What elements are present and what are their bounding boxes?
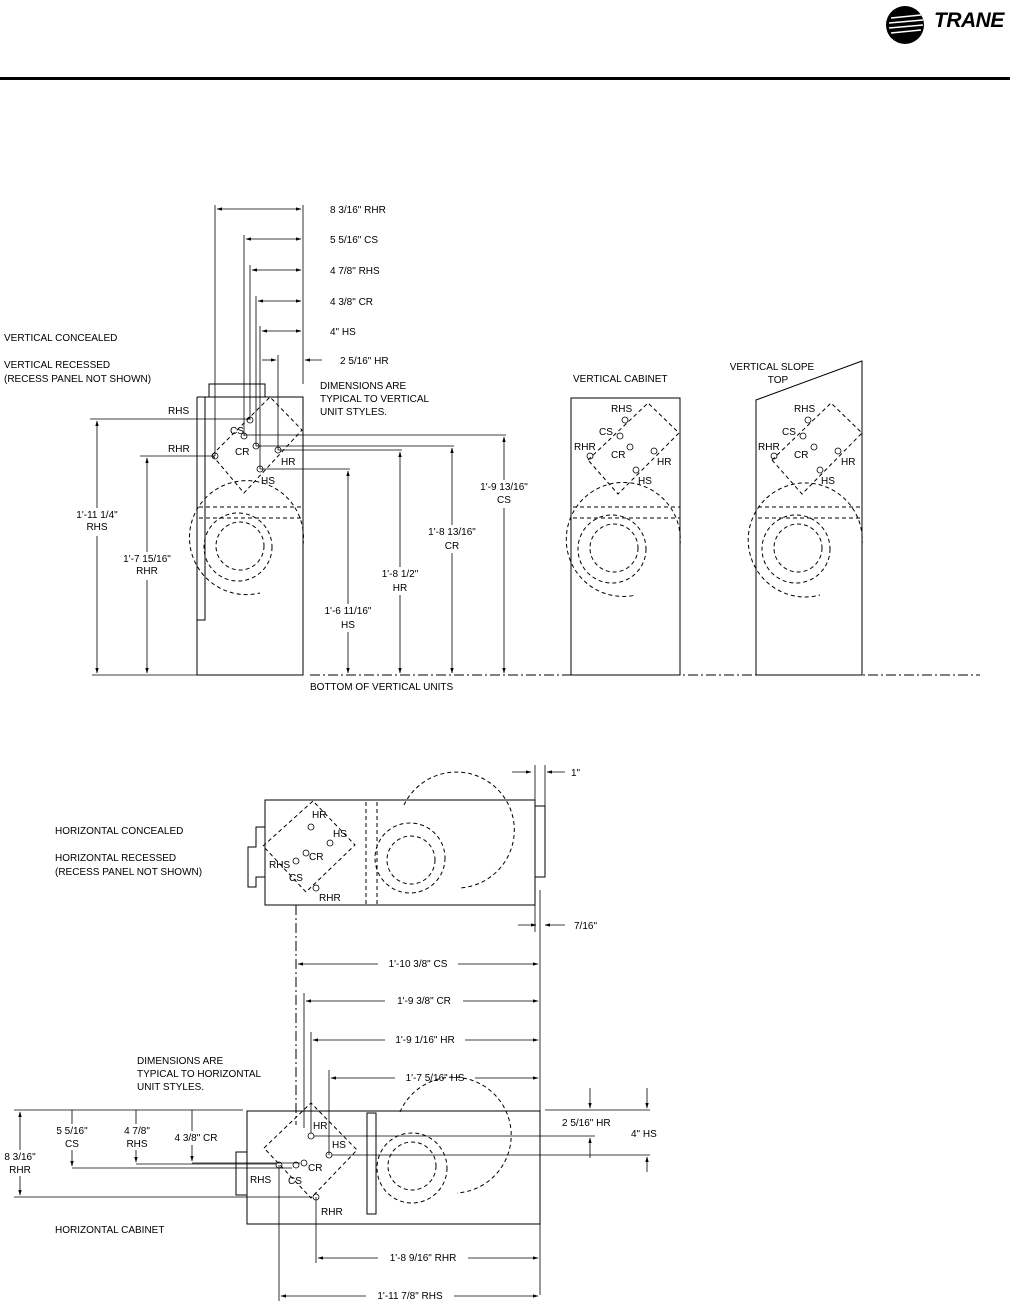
h-left-cs-2: CS bbox=[65, 1139, 79, 1150]
horizontal-right-dimensions bbox=[314, 1088, 650, 1172]
v-dim-cs: 5 5/16" CS bbox=[330, 235, 378, 246]
vertical-cabinet-unit bbox=[565, 397, 681, 676]
h-len-cs: 1'-10 3/8" CS bbox=[389, 959, 448, 970]
v-h-hr-2: HR bbox=[393, 583, 407, 594]
h-dim-7-16: 7/16" bbox=[574, 921, 597, 932]
hcab-rhr-label: RHR bbox=[321, 1207, 343, 1218]
v-h-hr-1: 1'-8 1/2" bbox=[382, 569, 419, 580]
vs-hr-label: HR bbox=[841, 457, 855, 468]
vertical-cabinet-label: VERTICAL CABINET bbox=[573, 374, 667, 385]
v-cr-label: CR bbox=[235, 447, 249, 458]
brand-logo-text: TRANE bbox=[934, 9, 1004, 32]
vertical-recessed-label: VERTICAL RECESSED bbox=[4, 360, 110, 371]
v-h-hs-2: HS bbox=[341, 620, 355, 631]
vc-hr-label: HR bbox=[657, 457, 671, 468]
hc-cs-label: CS bbox=[289, 873, 303, 884]
h-left-rhr-1: 8 3/16" bbox=[4, 1152, 36, 1163]
h-typical-note-3: UNIT STYLES. bbox=[137, 1082, 204, 1093]
vc-rhs-label: RHS bbox=[611, 404, 632, 415]
v-hs-label: HS bbox=[261, 476, 275, 487]
v-h-cr-2: CR bbox=[445, 541, 459, 552]
vc-rhr-label: RHR bbox=[574, 442, 596, 453]
horizontal-recessed-label: HORIZONTAL RECESSED bbox=[55, 853, 176, 864]
h-dim-1in: 1" bbox=[571, 768, 581, 779]
hcab-cr-label: CR bbox=[308, 1163, 322, 1174]
vertical-recess-note: (RECESS PANEL NOT SHOWN) bbox=[4, 374, 151, 385]
hc-cr-label: CR bbox=[309, 852, 323, 863]
vertical-slope-top-unit bbox=[747, 360, 863, 676]
h-left-rhr-2: RHR bbox=[9, 1165, 31, 1176]
hc-hr-label: HR bbox=[312, 810, 326, 821]
vertical-top-dimensions bbox=[214, 205, 322, 469]
horizontal-concealed-unit bbox=[247, 771, 546, 906]
h-typical-note-2: TYPICAL TO HORIZONTAL bbox=[137, 1069, 262, 1080]
h-left-rhs-1: 4 7/8" bbox=[124, 1126, 150, 1137]
v-dim-rhs: 4 7/8" RHS bbox=[330, 266, 380, 277]
slope-top-label-2: TOP bbox=[768, 375, 789, 386]
trane-swoosh-icon bbox=[886, 6, 924, 44]
vs-rhs-label: RHS bbox=[794, 404, 815, 415]
v-h-rhr-2: RHR bbox=[136, 566, 158, 577]
vc-cs-label: CS bbox=[599, 427, 613, 438]
h-len-hs: 1'-7 5/16" HS bbox=[406, 1073, 465, 1084]
h-right-hs: 4" HS bbox=[631, 1129, 657, 1140]
vs-cr-label: CR bbox=[794, 450, 808, 461]
hcab-rhs-label: RHS bbox=[250, 1175, 271, 1186]
hc-rhs-label: RHS bbox=[269, 860, 290, 871]
horizontal-cabinet-unit bbox=[235, 1076, 541, 1225]
v-h-cs-2: CS bbox=[497, 495, 511, 506]
slope-top-label-1: VERTICAL SLOPE bbox=[730, 362, 815, 373]
h-right-hr: 2 5/16" HR bbox=[562, 1118, 611, 1129]
horizontal-concealed-label: HORIZONTAL CONCEALED bbox=[55, 826, 183, 837]
h-len-hr: 1'-9 1/16" HR bbox=[395, 1035, 454, 1046]
h-left-cs-1: 5 5/16" bbox=[56, 1126, 88, 1137]
horizontal-recess-note: (RECESS PANEL NOT SHOWN) bbox=[55, 867, 202, 878]
horizontal-small-dimensions bbox=[512, 765, 565, 1295]
vc-hs-label: HS bbox=[638, 476, 652, 487]
horizontal-cabinet-label: HORIZONTAL CABINET bbox=[55, 1225, 164, 1236]
v-h-hs-1: 1'-6 11/16" bbox=[325, 606, 372, 617]
h-len-cr: 1'-9 3/8" CR bbox=[397, 996, 451, 1007]
v-dim-rhr: 8 3/16" RHR bbox=[330, 205, 386, 216]
header-rule bbox=[0, 77, 1010, 80]
v-h-rhs-2: RHS bbox=[86, 522, 107, 533]
v-h-rhs-1: 1'-11 1/4" bbox=[76, 510, 118, 521]
v-typical-note-3: UNIT STYLES. bbox=[320, 407, 387, 418]
h-left-cr: 4 3/8" CR bbox=[174, 1133, 217, 1144]
hcab-cs-label: CS bbox=[288, 1176, 302, 1187]
v-typical-note-1: DIMENSIONS ARE bbox=[320, 381, 406, 392]
vs-hs-label: HS bbox=[821, 476, 835, 487]
h-typical-note-1: DIMENSIONS ARE bbox=[137, 1056, 223, 1067]
v-h-rhr-1: 1'-7 15/16" bbox=[123, 554, 171, 565]
vs-rhr-label: RHR bbox=[758, 442, 780, 453]
v-h-cs-1: 1'-9 13/16" bbox=[480, 482, 528, 493]
v-h-cr-1: 1'-8 13/16" bbox=[428, 527, 476, 538]
h-left-rhs-2: RHS bbox=[126, 1139, 147, 1150]
page-header: TRANE bbox=[0, 0, 1010, 80]
vs-cs-label: CS bbox=[782, 427, 796, 438]
hcab-hr-label: HR bbox=[313, 1121, 327, 1132]
bottom-of-vertical-units-label: BOTTOM OF VERTICAL UNITS bbox=[310, 682, 453, 693]
v-rhs-leader-label: RHS bbox=[168, 406, 189, 417]
vc-cr-label: CR bbox=[611, 450, 625, 461]
hc-rhr-label: RHR bbox=[319, 893, 341, 904]
v-rhr-leader-label: RHR bbox=[168, 444, 190, 455]
h-len-rhs: 1'-11 7/8" RHS bbox=[377, 1291, 443, 1301]
v-dim-cr: 4 3/8" CR bbox=[330, 297, 373, 308]
hcab-hs-label: HS bbox=[332, 1140, 346, 1151]
v-hr-label: HR bbox=[281, 457, 295, 468]
h-len-rhr: 1'-8 9/16" RHR bbox=[390, 1253, 457, 1264]
horizontal-left-dimensions bbox=[14, 1109, 312, 1198]
hc-hs-label: HS bbox=[333, 829, 347, 840]
v-dim-hs: 4" HS bbox=[330, 327, 356, 338]
v-typical-note-2: TYPICAL TO VERTICAL bbox=[320, 394, 430, 405]
v-cs-label: CS bbox=[230, 426, 244, 437]
vertical-concealed-label: VERTICAL CONCEALED bbox=[4, 333, 117, 344]
vertical-unit-concealed bbox=[189, 383, 304, 676]
v-dim-hr: 2 5/16" HR bbox=[340, 356, 389, 367]
